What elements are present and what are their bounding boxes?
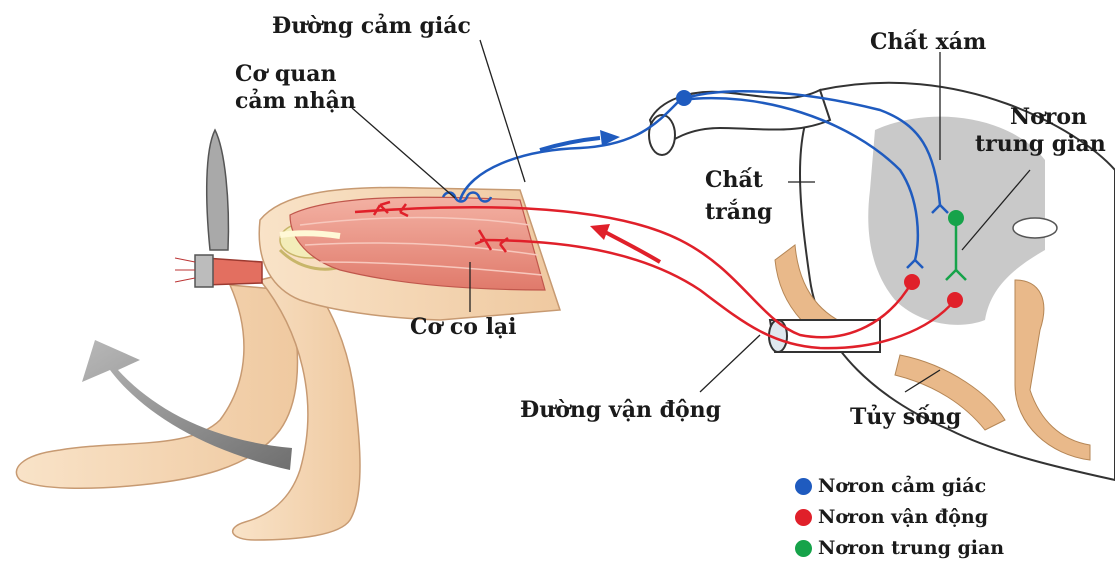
green-dot-icon — [795, 540, 812, 557]
red-dot-icon — [795, 509, 812, 526]
label-interneuron-line1: Nơron — [1010, 105, 1087, 130]
legend-label: Nơron cảm giác — [818, 476, 986, 498]
legend-motor-neuron: Nơron vận động — [795, 507, 988, 529]
legend-interneuron: Nơron trung gian — [795, 538, 1004, 560]
reflex-hammer — [175, 130, 262, 287]
motor-neuron-body-2 — [947, 292, 963, 308]
label-gray-matter: Chất xám — [870, 30, 986, 55]
label-white-matter-line2: trắng — [705, 200, 772, 225]
label-spinal-cord: Tủy sống — [850, 405, 961, 430]
label-motor-path: Đường vận động — [520, 398, 721, 423]
sensory-neuron-body — [676, 90, 692, 106]
label-contracting-muscle: Cơ co lại — [410, 315, 517, 340]
legend-label: Nơron vận động — [818, 507, 988, 529]
interneuron-body — [948, 210, 964, 226]
label-receptor-line2: cảm nhận — [235, 89, 356, 114]
legend-label: Nơron trung gian — [818, 538, 1004, 560]
label-white-matter-line1: Chất — [705, 168, 763, 193]
label-interneuron-line2: trung gian — [975, 132, 1106, 157]
label-receptor-line1: Cơ quan — [235, 62, 336, 87]
legend-sensory-neuron: Nơron cảm giác — [795, 476, 986, 498]
motor-neuron-body — [904, 274, 920, 290]
label-sensory-path: Đường cảm giác — [272, 14, 471, 39]
blue-dot-icon — [795, 478, 812, 495]
